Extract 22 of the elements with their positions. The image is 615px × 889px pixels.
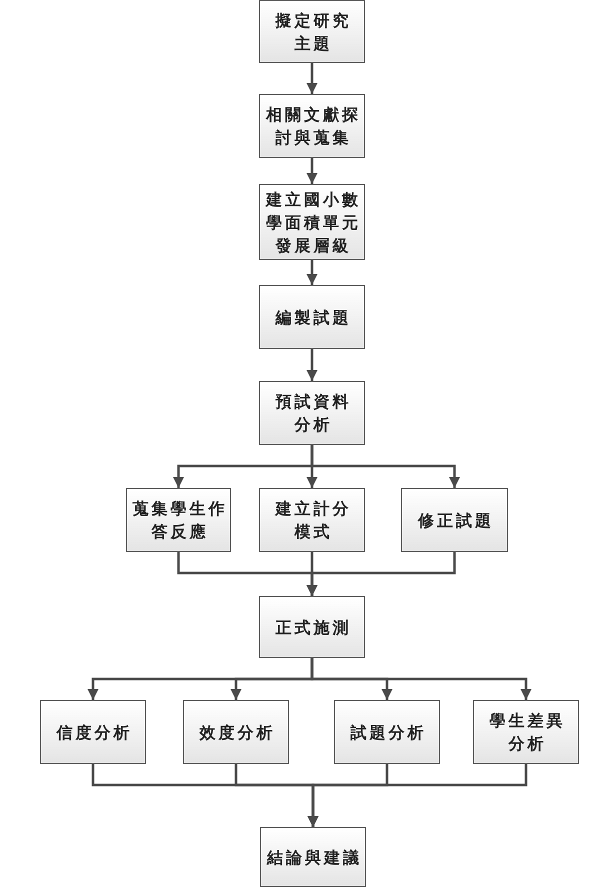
arrow [306, 158, 318, 184]
process-box: 擬定研究主題 [259, 0, 365, 63]
process-box: 效度分析 [183, 700, 289, 764]
process-box: 信度分析 [40, 700, 146, 764]
process-box: 試題分析 [334, 700, 440, 764]
arrow [306, 260, 318, 285]
arrow [306, 63, 318, 94]
process-box: 結論與建議 [260, 827, 366, 887]
process-box: 預試資料分析 [259, 381, 365, 445]
process-box: 修正試題 [401, 488, 508, 552]
arrow [306, 552, 456, 596]
arrow [308, 764, 528, 827]
process-box: 編製試題 [259, 285, 365, 349]
process-box: 相關文獻探討與蒐集 [259, 94, 365, 158]
process-box: 正式施測 [259, 596, 365, 658]
arrow [310, 445, 460, 488]
process-box: 建立國小數學面積單元發展層級 [259, 184, 365, 260]
process-box: 學生差異分析 [473, 700, 579, 764]
process-box: 蒐集學生作答反應 [126, 488, 231, 552]
arrow [306, 349, 318, 381]
process-box: 建立計分模式 [259, 488, 365, 552]
arrow [310, 658, 532, 700]
